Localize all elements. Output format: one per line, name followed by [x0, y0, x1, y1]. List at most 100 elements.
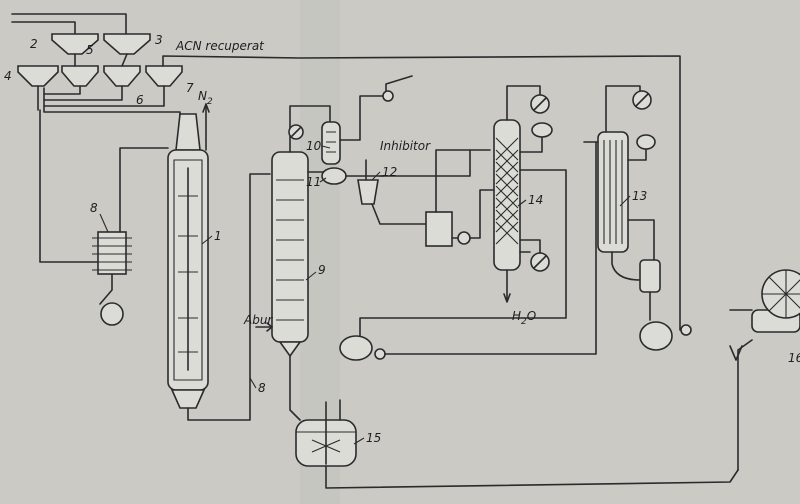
- number-11: 11: [306, 175, 321, 189]
- leader-8: [99, 213, 109, 233]
- column-9-bottom: [278, 341, 302, 358]
- leader-9: [305, 271, 317, 281]
- leader-8b: [249, 377, 257, 389]
- receiver-pump: [457, 231, 471, 245]
- reactor-column-1: [167, 103, 271, 421]
- number-2: 2: [30, 37, 38, 51]
- hopper-7: [145, 65, 183, 87]
- reflux-drum-14: [531, 122, 553, 138]
- outflow-3: [121, 53, 128, 67]
- number-15: 15: [366, 431, 381, 445]
- hopper-group: [11, 13, 183, 263]
- number-13: 13: [632, 189, 647, 203]
- exchanger-8-fins: [92, 237, 132, 271]
- feed-line-2: [11, 21, 76, 35]
- number-16: 16: [788, 351, 800, 365]
- label-n2: N2: [198, 89, 213, 107]
- receiver-bottom: [339, 141, 597, 361]
- pump-acn: [680, 324, 692, 336]
- acn-recycle-line: [162, 55, 681, 331]
- cooler-13: [639, 259, 661, 293]
- number-10: 10: [306, 139, 322, 153]
- n2-arrow: [202, 103, 210, 113]
- gauge-10-needle: [291, 127, 301, 137]
- outflow-6: [43, 85, 123, 101]
- column-9-trays: [276, 179, 304, 321]
- leader-12: [371, 171, 381, 181]
- column-9-to-15: [289, 355, 301, 421]
- steam-arrow: [266, 322, 273, 332]
- leader-13: [619, 195, 631, 207]
- receiver-to-14: [469, 189, 495, 239]
- receiver-tank: [425, 149, 495, 247]
- label-abur: Abur: [243, 313, 273, 327]
- label-h2o: H2O: [512, 309, 536, 327]
- leader-10: [321, 145, 331, 149]
- feed-line-3: [11, 13, 127, 35]
- unit-16-funnel: [729, 345, 743, 361]
- receiver-bottom-body: [339, 335, 373, 361]
- separator-11: [321, 167, 347, 185]
- number-3: 3: [155, 33, 163, 47]
- outflow-5: [43, 85, 81, 95]
- receiver-tank-body: [425, 211, 453, 247]
- column-1-top-nozzle: [175, 113, 201, 151]
- number-8-line: 8: [258, 381, 266, 395]
- label-acn-recuperat: ACN recuperat: [175, 39, 265, 53]
- column-9: [255, 105, 331, 421]
- number-5: 5: [86, 43, 94, 57]
- leader-1: [201, 235, 213, 245]
- vessel-15-impeller: [311, 439, 341, 453]
- number-1: 1: [214, 229, 222, 243]
- column-13-body: [597, 131, 629, 253]
- vent-line: [339, 75, 413, 141]
- column-13-tubes: [603, 140, 623, 244]
- column-13-bottom: [611, 251, 641, 281]
- column-14: [359, 85, 567, 341]
- leader-14: [517, 199, 527, 207]
- hopper-5: [61, 65, 99, 87]
- unit-16: [729, 269, 800, 471]
- number-9: 9: [318, 263, 326, 277]
- reboiler-14: [519, 239, 541, 254]
- drum-13: [636, 134, 656, 150]
- number-7: 7: [186, 81, 194, 95]
- unit-16-riser: [737, 339, 753, 471]
- label-inhibitor: Inhibitor: [380, 139, 431, 153]
- exchanger-to-column-1: [119, 147, 169, 233]
- condenser-10-tubes: [326, 131, 336, 153]
- number-14: 14: [528, 193, 543, 207]
- gauge-14-top-needle: [533, 97, 547, 111]
- condenser-10-body: [321, 121, 341, 165]
- hopper-6: [103, 65, 141, 87]
- receiver-bottom-pump: [374, 348, 386, 360]
- inhibitor-vessel-12: [357, 149, 471, 225]
- water-arrow: [503, 293, 511, 303]
- vessel-12-body: [357, 179, 379, 205]
- gauge-14-bottom-needle: [533, 255, 547, 269]
- column-13: [583, 85, 692, 351]
- vent-pump: [382, 90, 394, 102]
- line-to-exchanger-8: [39, 109, 99, 263]
- vessel-12-outlet: [371, 203, 427, 225]
- drum-13-return: [627, 148, 647, 161]
- hopper-4: [17, 65, 59, 87]
- number-8-exchanger: 8: [90, 201, 98, 215]
- leader-15: [353, 437, 365, 445]
- column-13-side: [627, 219, 655, 261]
- number-6: 6: [136, 93, 144, 107]
- condenser-10: [288, 75, 413, 185]
- unit-16-spokes: [762, 270, 800, 318]
- vessel-15-outlet: [325, 465, 739, 489]
- hopper-2: [51, 33, 99, 55]
- number-4: 4: [4, 69, 12, 83]
- vessel-12-to-14: [379, 149, 471, 177]
- pump-8: [100, 302, 124, 326]
- hopper-3: [103, 33, 151, 55]
- column-1-to-9-line: [187, 173, 271, 421]
- column-1-jacket: [173, 159, 203, 381]
- outflow-7: [43, 85, 165, 107]
- column-1-bottom: [170, 389, 206, 409]
